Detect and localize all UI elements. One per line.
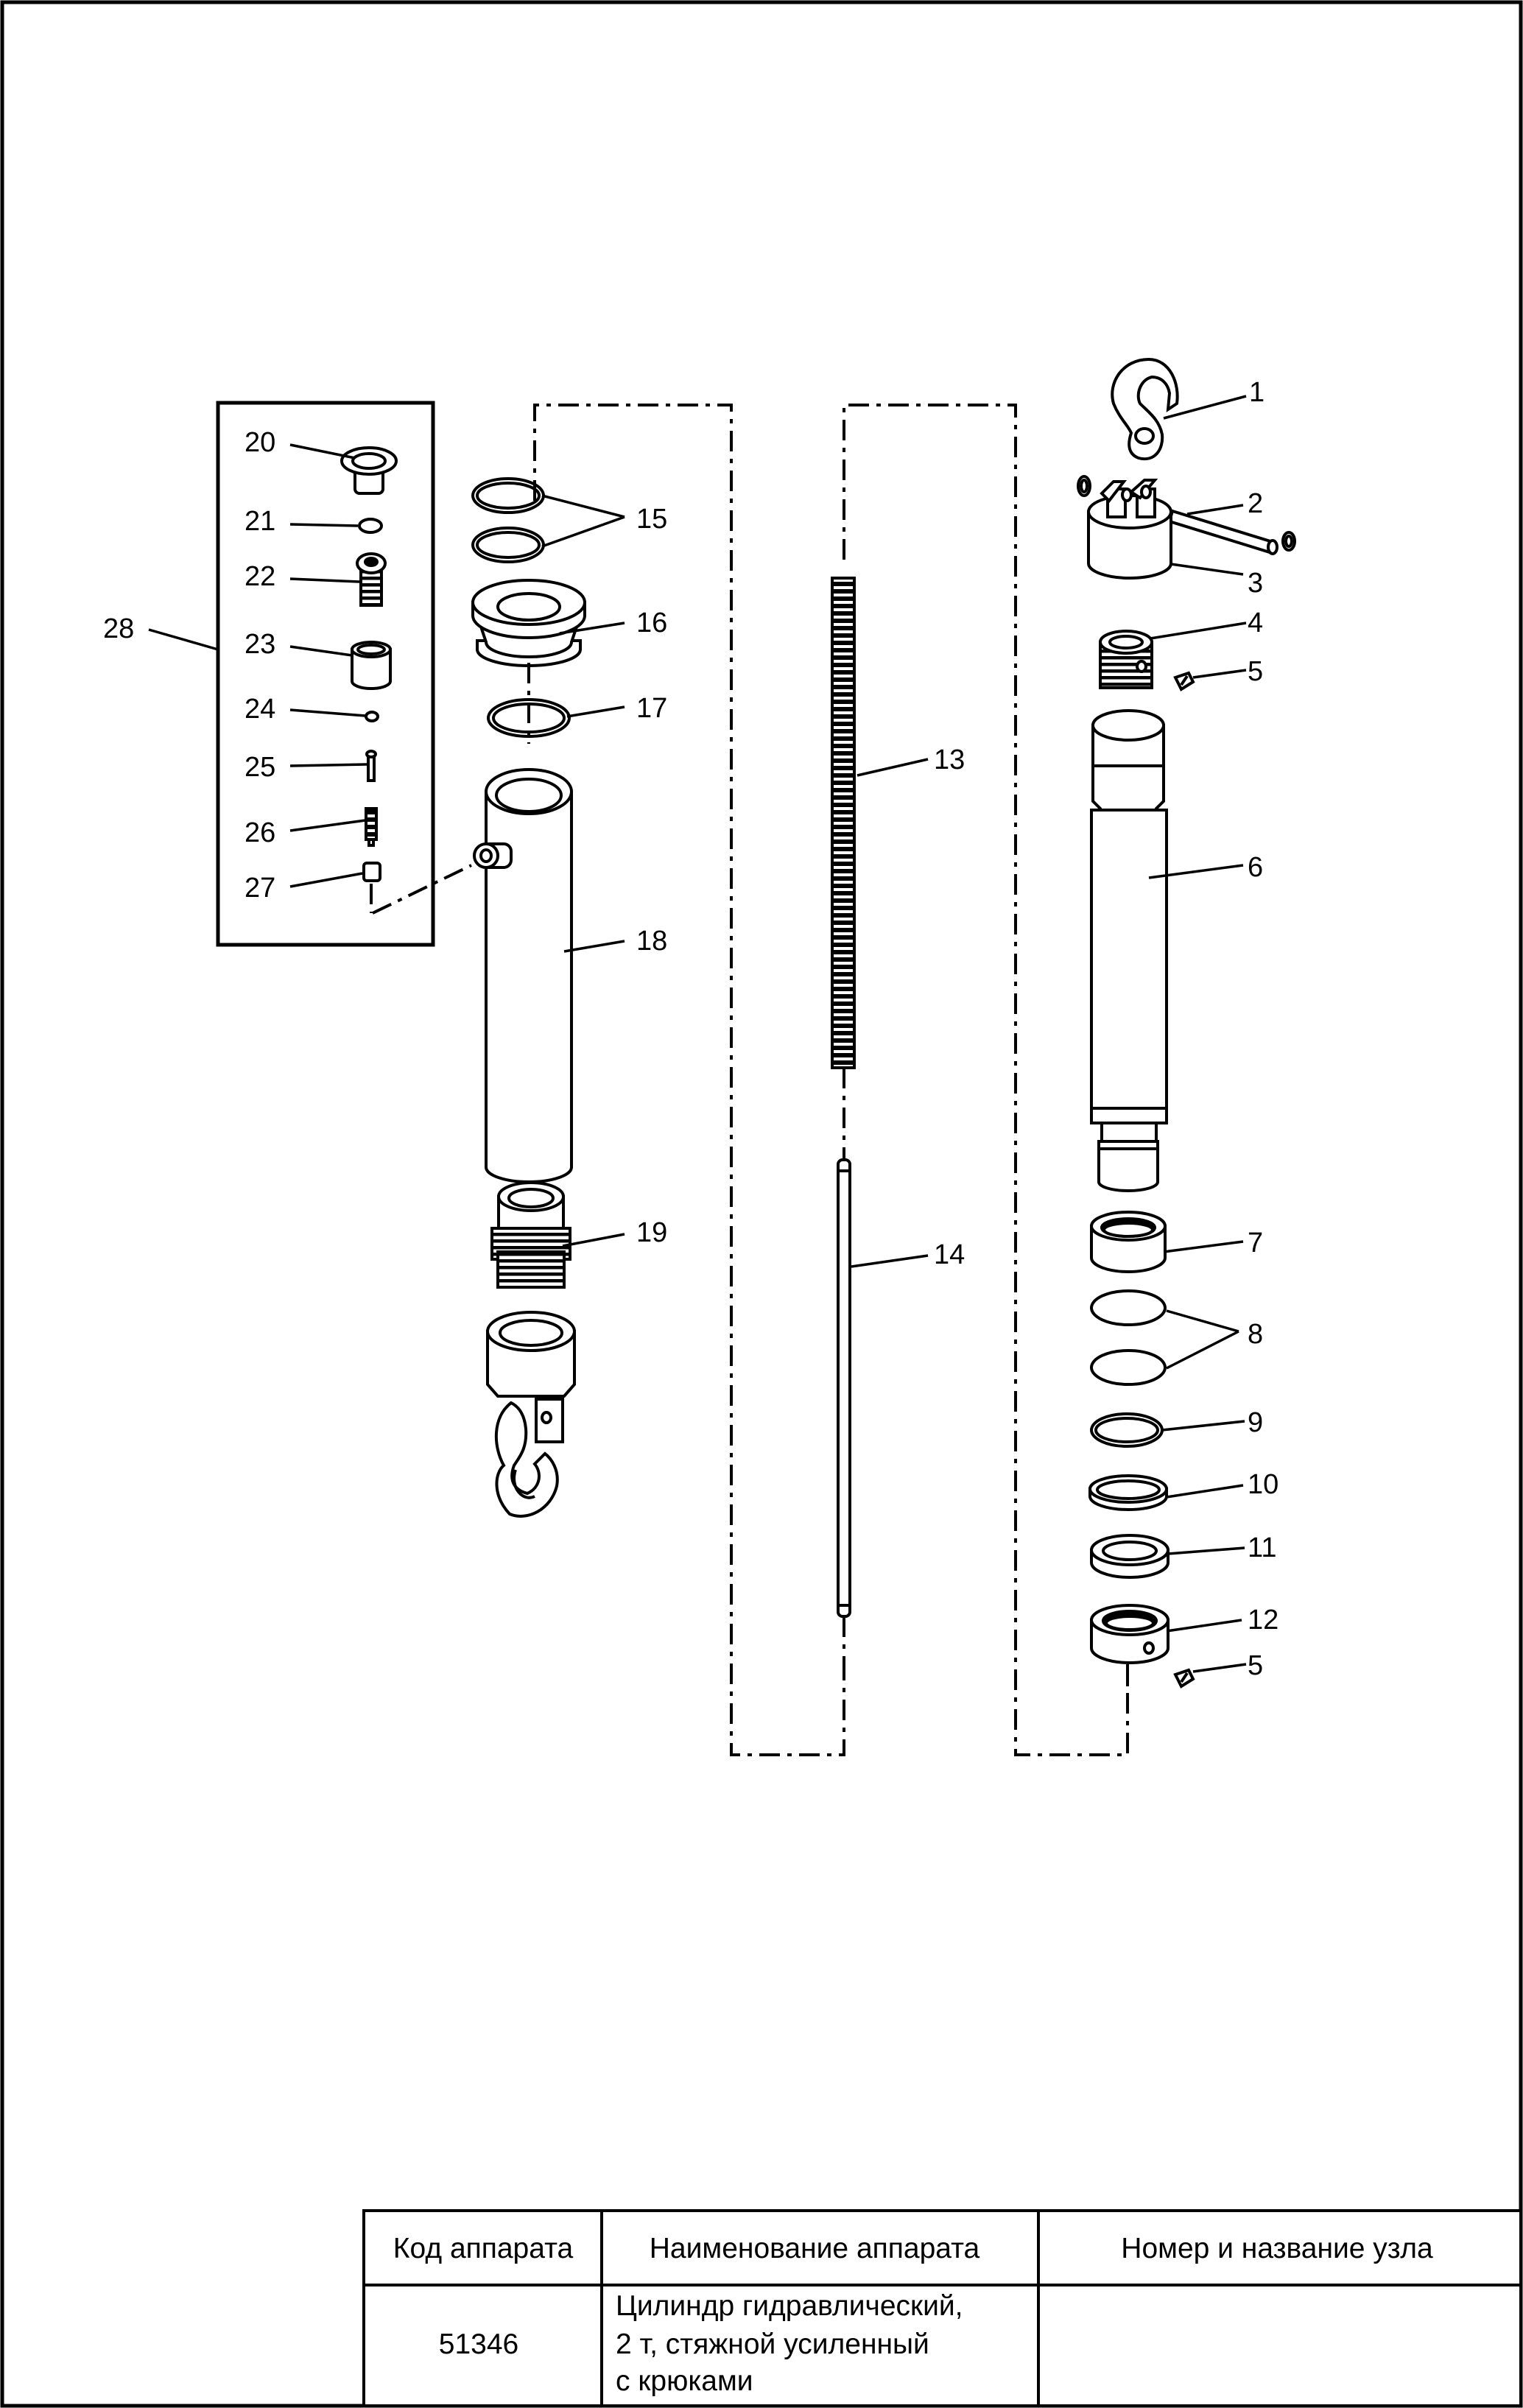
valve-install-axis: [372, 864, 472, 915]
part-8-snap-rings: [1090, 1289, 1167, 1386]
part-25-pin: [365, 750, 377, 782]
callout-24: 24: [245, 694, 275, 725]
callout-26: 26: [245, 817, 275, 848]
part-5-set-screw-lower: [1173, 1668, 1195, 1689]
part-13-return-spring: [831, 577, 856, 1069]
device-code-value: 51346: [439, 2328, 518, 2360]
callout-2: 2: [1248, 488, 1263, 519]
callout-3: 3: [1248, 568, 1263, 599]
device-name-line-3: с крюками: [616, 2365, 753, 2397]
callout-19: 19: [636, 1217, 667, 1248]
callout-14: 14: [934, 1239, 965, 1270]
callout-27: 27: [245, 873, 275, 904]
part-24-ball: [365, 711, 379, 722]
part-21-washer: [358, 518, 383, 534]
part-19-threaded-adapter: [490, 1181, 571, 1289]
part-1-top-hook: [1111, 357, 1179, 461]
part-26-spring: [365, 807, 378, 847]
callout-1: 1: [1249, 377, 1265, 408]
part-4-threaded-bushing: [1099, 630, 1153, 689]
lower-hook-assembly: [486, 1311, 576, 1518]
leader-lines: [148, 395, 1247, 1673]
callout-12: 12: [1248, 1605, 1278, 1636]
part-7-guide-ring: [1090, 1211, 1167, 1273]
part-22-nipple: [356, 552, 387, 607]
callout-9: 9: [1248, 1407, 1263, 1438]
callout-25: 25: [245, 752, 275, 783]
callout-18: 18: [636, 926, 667, 957]
callout-17: 17: [636, 693, 667, 724]
callout-15: 15: [636, 504, 667, 535]
part-11-seal-holder: [1090, 1534, 1169, 1579]
callout-8: 8: [1248, 1319, 1263, 1350]
callout-13: 13: [934, 744, 965, 775]
callout-10: 10: [1248, 1469, 1278, 1500]
part-15-o-rings: [471, 477, 545, 563]
header-device-name: Наименование аппарата: [650, 2233, 980, 2264]
callout-6: 6: [1248, 852, 1263, 883]
part-3-yoke: [1087, 479, 1172, 580]
callout-7: 7: [1248, 1228, 1263, 1258]
part-9-o-ring: [1090, 1412, 1164, 1448]
part-27-plug: [362, 862, 381, 882]
valve-assembly-frame: [216, 401, 435, 947]
left-assembly-loop: [533, 404, 845, 1756]
title-block: Код аппарата Наименование аппарата Номер…: [362, 2209, 1522, 2407]
part-16-gland-nut: [471, 579, 586, 667]
callout-20: 20: [245, 427, 275, 458]
part-5-set-screw-upper: [1173, 671, 1195, 691]
part-12-locking-nut: [1090, 1604, 1169, 1664]
device-name-line-2: 2 т, стяжной усиленный: [616, 2328, 929, 2360]
callout-23: 23: [245, 629, 275, 660]
part-20-valve-seat: [340, 446, 398, 495]
callout-4: 4: [1248, 608, 1263, 638]
callout-21: 21: [245, 506, 275, 537]
callout-22: 22: [245, 561, 275, 592]
middle-assembly-loop: [843, 404, 1129, 1756]
header-device-code: Код аппарата: [393, 2233, 574, 2264]
device-name-line-1: Цилиндр гидравлический,: [616, 2290, 963, 2322]
part-23-sleeve: [351, 641, 392, 690]
callout-5-lower: 5: [1248, 1650, 1263, 1681]
callout-5-upper: 5: [1248, 656, 1263, 687]
header-unit-name: Номер и название узла: [1121, 2233, 1433, 2264]
part-10-backup-ring: [1088, 1474, 1168, 1511]
callout-11: 11: [1248, 1532, 1276, 1563]
part-14-rod: [837, 1158, 851, 1618]
part-18-cylinder-body: [473, 768, 573, 1183]
callout-28: 28: [103, 613, 134, 644]
part-6-piston-rod: [1090, 709, 1168, 1192]
callout-16: 16: [636, 608, 667, 638]
